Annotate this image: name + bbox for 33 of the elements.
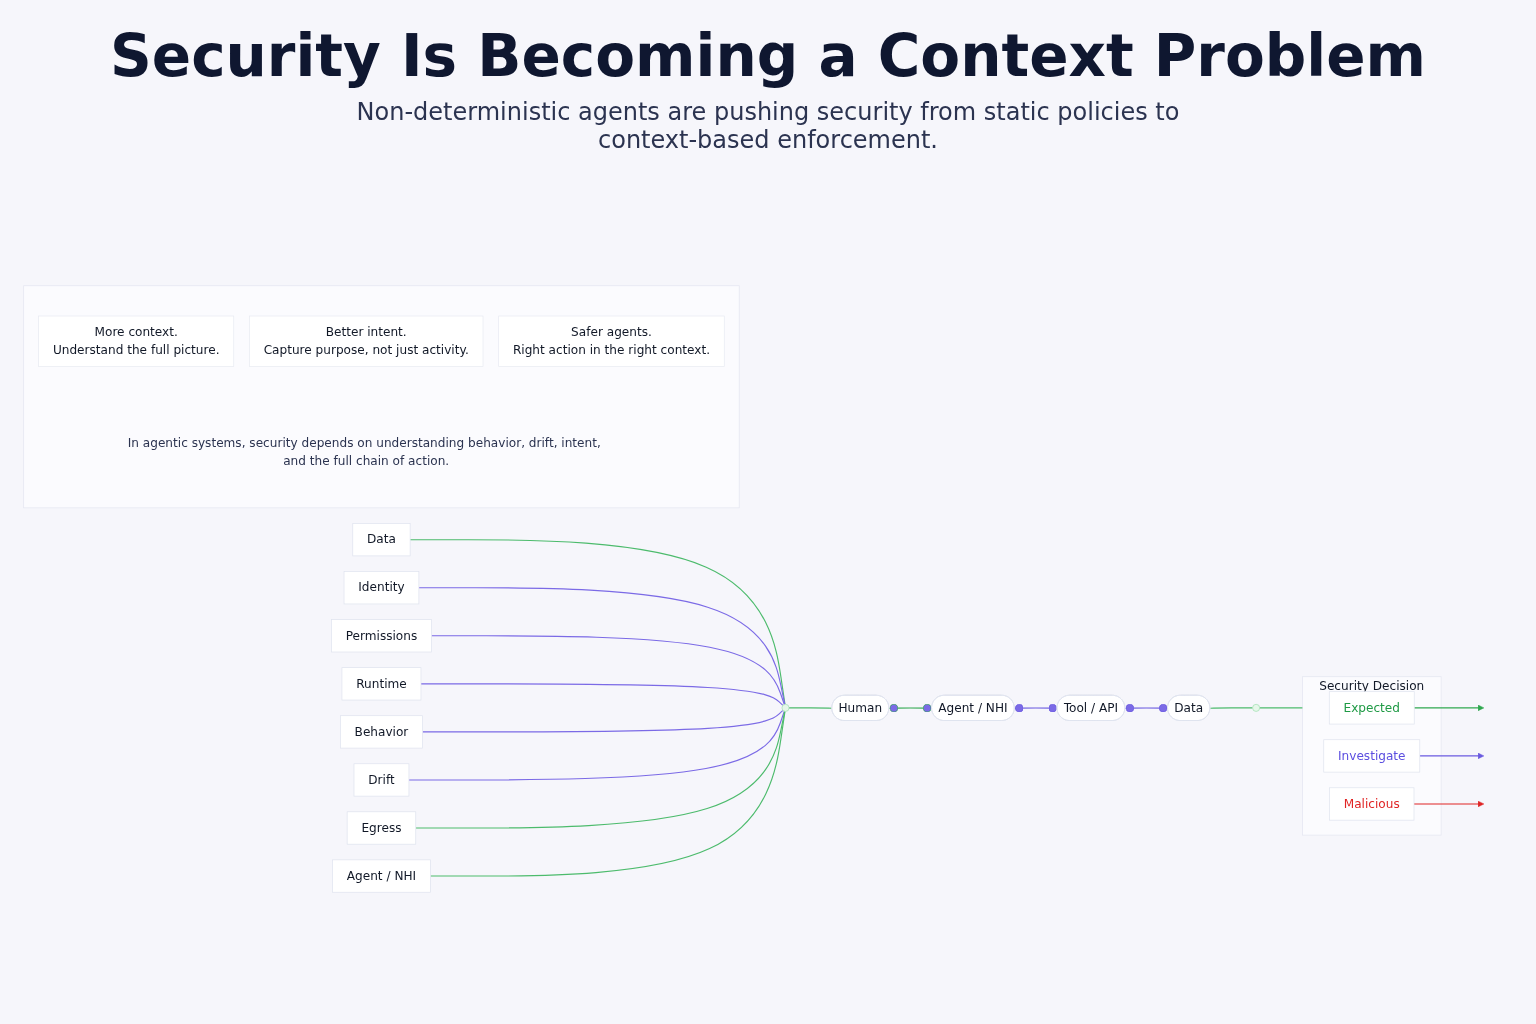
connector — [1259, 707, 1303, 709]
connector — [418, 587, 786, 705]
connector — [1124, 703, 1169, 713]
arrow — [1413, 704, 1485, 711]
connector — [408, 710, 785, 781]
node-box: Egress — [346, 811, 417, 845]
title: Security Is Becoming a Context Problem — [110, 22, 1426, 90]
node-box: Expected — [1328, 691, 1415, 725]
node-circle — [781, 703, 790, 712]
connector — [888, 703, 933, 713]
connector — [788, 707, 833, 709]
connector — [1209, 707, 1254, 709]
connector — [420, 683, 784, 706]
connector — [429, 710, 786, 877]
node-box: Permissions — [331, 619, 432, 653]
node-box: Drift — [353, 763, 410, 797]
node-circle — [1252, 703, 1261, 712]
node-box: Data — [352, 523, 411, 557]
node-box: Investigate — [1323, 739, 1421, 773]
connector — [430, 635, 785, 706]
connector — [409, 539, 786, 705]
connector — [422, 709, 784, 733]
arrow — [1419, 752, 1485, 760]
node-box: Malicious — [1329, 787, 1415, 821]
arrow — [1413, 800, 1485, 808]
node-box: Agent / NHI — [332, 859, 431, 893]
connector — [415, 710, 786, 829]
node-box: Runtime — [341, 667, 422, 701]
node-box: Behavior — [340, 715, 423, 749]
subtitle: Non-deterministic agents are pushing security from static policies to context-based enforcement. — [355, 98, 1181, 154]
connector — [1014, 703, 1058, 713]
node-box: Identity — [343, 571, 420, 605]
node-text: In agentic systems, security depends on understanding behavior, drift, intent, and the full chain of action. — [127, 435, 601, 468]
